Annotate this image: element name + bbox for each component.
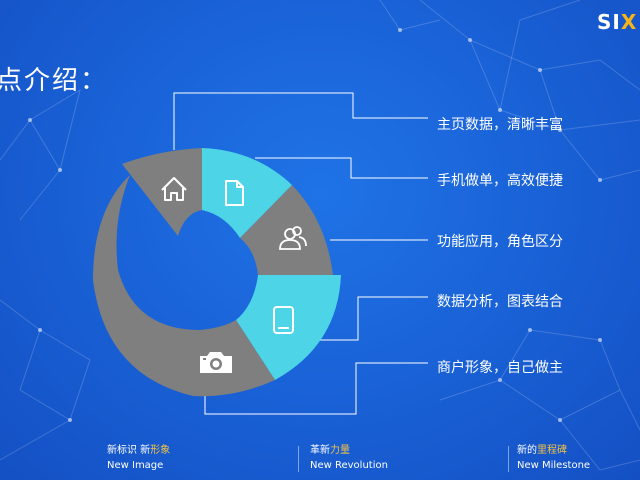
logo-main-text: SI [597, 10, 621, 34]
footer-en-text: New Image [107, 460, 164, 471]
connector-line-2 [255, 157, 428, 179]
footer-divider [508, 446, 509, 472]
connector-line-4 [312, 296, 428, 341]
slide-title: 点介绍： [0, 66, 109, 96]
tablet-icon [273, 306, 294, 334]
document-icon [225, 180, 244, 206]
footer-cn-highlight: 力量 [330, 445, 350, 456]
feature-label-1: 主页数据，清晰丰富 [437, 117, 563, 133]
footer-item-new-milestone: 新的里程碑 New Milestone [517, 443, 590, 473]
feature-label-4: 数据分析，图表结合 [437, 294, 563, 310]
camera-icon [200, 352, 232, 373]
footer-cn-prefix: 新的 [517, 445, 537, 456]
footer-item-new-image: 新标识 新形象 New Image [107, 443, 170, 473]
ring-segment-1 [122, 148, 202, 236]
connector-line-5 [204, 362, 428, 415]
connector-line-1 [173, 92, 428, 150]
footer-item-new-revolution: 革新力量 New Revolution [310, 443, 388, 473]
footer-en-text: New Revolution [310, 460, 388, 471]
footer-cn-highlight: 形象 [150, 445, 171, 456]
logo-accent-text: X [620, 10, 638, 34]
feature-label-2: 手机做单，高效便捷 [437, 173, 563, 189]
footer-cn-prefix: 新标识 新 [107, 445, 151, 456]
footer-cn-prefix: 革新 [310, 445, 330, 456]
footer-en-text: New Milestone [517, 460, 591, 471]
ring-segment-2 [202, 148, 292, 238]
home-icon [161, 177, 187, 201]
footer-cn-highlight: 里程碑 [537, 445, 567, 456]
feature-label-5: 商户形象，自己做主 [437, 360, 563, 376]
footer-divider [298, 446, 299, 472]
brand-logo: SIX [597, 10, 637, 34]
users-icon [279, 226, 307, 250]
ring-segment-5 [93, 175, 275, 397]
feature-label-3: 功能应用，角色区分 [437, 234, 563, 250]
